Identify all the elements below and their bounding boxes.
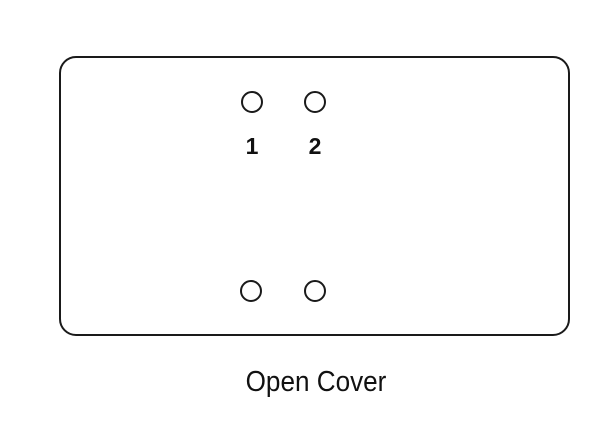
hole-top-left: [241, 91, 263, 113]
hole-label-2: 2: [308, 133, 322, 159]
hole-bottom-right: [304, 280, 326, 302]
hole-top-right: [304, 91, 326, 113]
hole-bottom-left: [240, 280, 262, 302]
diagram-caption: Open Cover: [245, 366, 387, 398]
hole-label-1: 1: [245, 133, 259, 159]
